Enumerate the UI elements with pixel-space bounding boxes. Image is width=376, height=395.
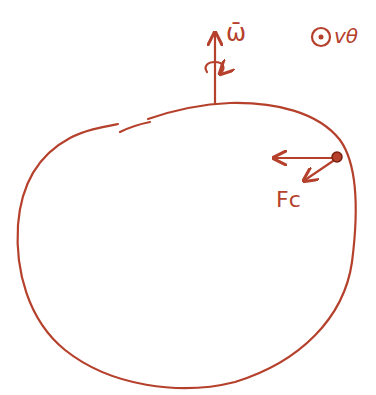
angular-velocity-label: ω̄ bbox=[226, 20, 246, 46]
force-arrow bbox=[305, 161, 333, 180]
velocity-arrow bbox=[275, 157, 333, 159]
particle bbox=[332, 152, 342, 162]
rotation-curl bbox=[206, 62, 224, 73]
earth-outline-stroke bbox=[120, 122, 150, 132]
velocity-label: vθ bbox=[334, 25, 358, 47]
out-of-page-symbol bbox=[312, 28, 330, 46]
force-label: Fc bbox=[276, 188, 301, 212]
rotation-axis-arrow bbox=[214, 34, 216, 103]
out-of-page-dot bbox=[319, 35, 324, 40]
earth-outline bbox=[18, 103, 356, 388]
